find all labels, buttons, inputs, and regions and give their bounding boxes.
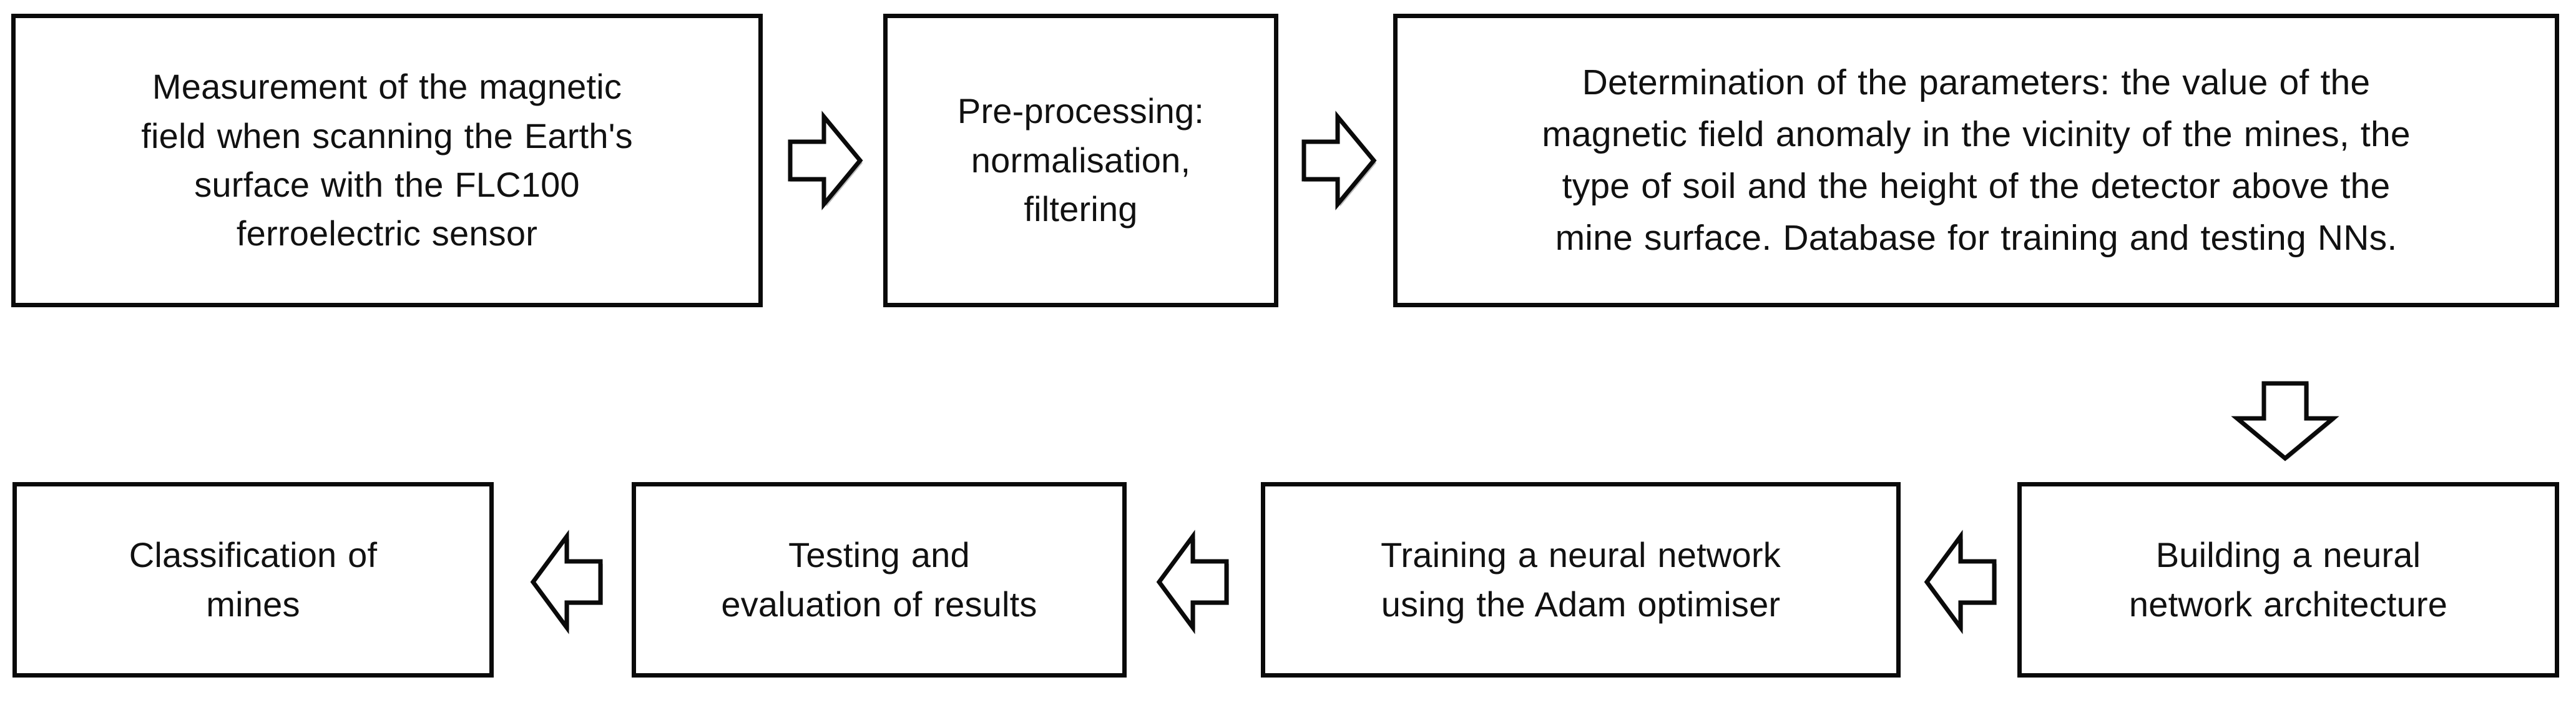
arrow-left-testing-to-classification — [529, 530, 605, 634]
arrow-down-determination-to-building — [2231, 381, 2339, 461]
node-training: Training a neural network using the Adam… — [1261, 482, 1901, 678]
arrow-right-preprocessing-to-determination — [1301, 111, 1378, 210]
node-determination-label: Determination of the parameters: the val… — [1542, 62, 2411, 259]
arrow-left-building-to-training — [1923, 530, 1999, 634]
node-classification-label: Classification of mines — [129, 535, 378, 624]
node-classification: Classification of mines — [12, 482, 494, 678]
node-determination: Determination of the parameters: the val… — [1393, 14, 2559, 307]
node-building: Building a neural network architecture — [2017, 482, 2559, 678]
node-preprocessing: Pre-processing: normalisation, filtering — [883, 14, 1278, 307]
node-building-label: Building a neural network architecture — [2128, 535, 2448, 624]
arrow-right-measurement-to-preprocessing — [788, 111, 864, 210]
node-testing-label: Testing and evaluation of results — [721, 535, 1037, 624]
node-testing: Testing and evaluation of results — [632, 482, 1127, 678]
node-preprocessing-label: Pre-processing: normalisation, filtering — [957, 91, 1205, 229]
arrow-left-training-to-testing — [1155, 530, 1232, 634]
node-measurement: Measurement of the magnetic field when s… — [11, 14, 763, 307]
node-training-label: Training a neural network using the Adam… — [1381, 535, 1781, 624]
node-measurement-label: Measurement of the magnetic field when s… — [141, 67, 633, 254]
